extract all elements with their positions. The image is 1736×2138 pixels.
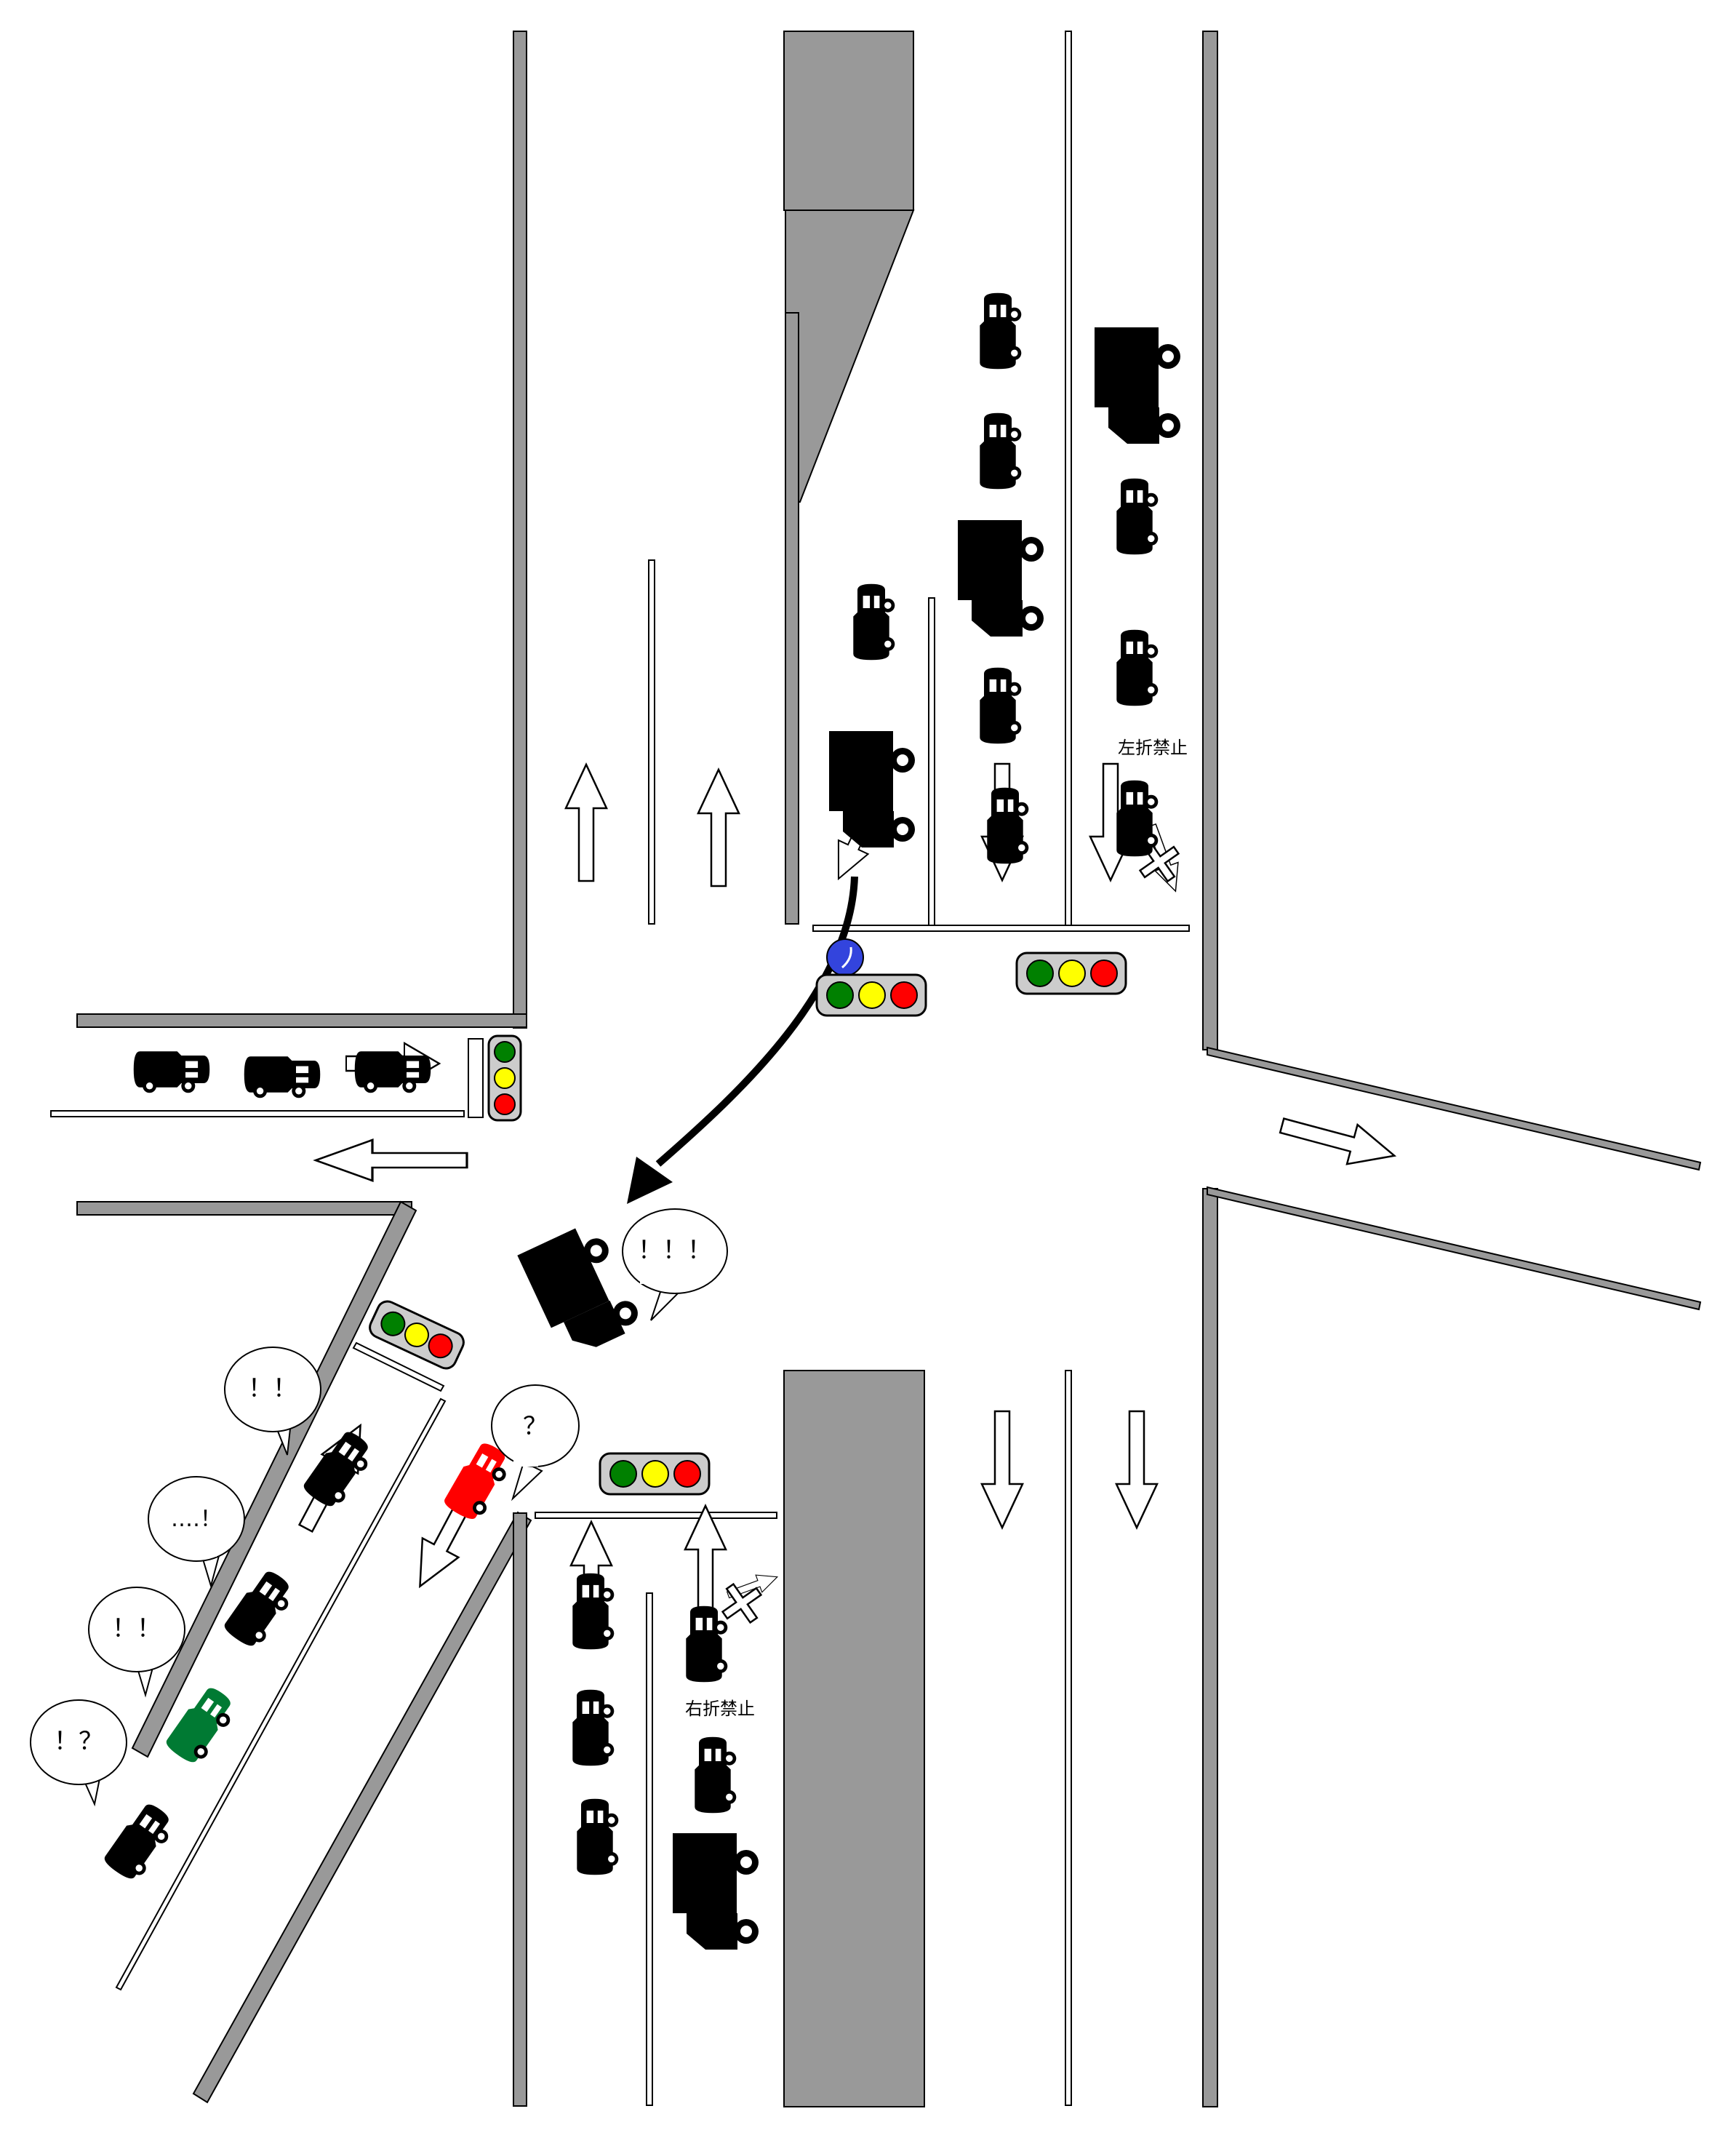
car-icon xyxy=(980,412,1022,490)
car-icon xyxy=(1116,629,1159,706)
speech-bubble-red-car: ？ xyxy=(491,1384,580,1501)
car-icon xyxy=(1116,780,1159,857)
speech-text: ？ xyxy=(523,1412,548,1441)
truck-icon xyxy=(1095,327,1180,444)
traffic-signal-southwest xyxy=(369,1300,465,1370)
lane-arrow-icon xyxy=(697,768,740,887)
car-icon xyxy=(1116,478,1159,555)
car-icon xyxy=(354,1051,431,1093)
car-icon xyxy=(101,1799,180,1886)
speech-text: ！！！ xyxy=(638,1236,712,1265)
lane-arrow-icon xyxy=(1276,1104,1401,1177)
vehicles-south xyxy=(572,1573,759,1950)
car-icon xyxy=(980,292,1022,370)
lane-arrow-icon xyxy=(314,1138,468,1182)
speech-text: ‥‥！ xyxy=(171,1507,222,1532)
traffic-signal-south xyxy=(599,1452,711,1496)
car-icon xyxy=(987,787,1029,864)
lane-arrow-icon xyxy=(1115,1410,1159,1529)
truck-icon xyxy=(958,520,1044,637)
lane-arrow-icon xyxy=(684,1504,727,1624)
speech-bubble-truck: ！！！ xyxy=(622,1208,728,1321)
car-icon xyxy=(980,667,1022,744)
car-icon xyxy=(695,1736,737,1814)
traffic-signal-north-left xyxy=(815,973,927,1017)
car-icon xyxy=(572,1573,615,1650)
speech-bubble-queue-1: ！！ xyxy=(224,1347,321,1456)
lane-lines xyxy=(50,31,1190,2106)
blue-round-sign-icon xyxy=(826,938,864,976)
medians xyxy=(783,31,925,2107)
speech-bubble-queue-2: ‥‥！ xyxy=(148,1476,245,1589)
truck-icon xyxy=(829,731,915,847)
car-icon xyxy=(577,1798,619,1875)
speech-text: ！！ xyxy=(112,1614,161,1643)
car-icon xyxy=(686,1606,728,1683)
curved-arrow-icon xyxy=(627,876,858,1204)
car-icon xyxy=(244,1056,321,1098)
no-left-turn-label: 左折禁止 xyxy=(1118,738,1188,758)
truck-icon xyxy=(673,1833,759,1950)
road-curbs xyxy=(76,31,1702,2107)
traffic-signal-west xyxy=(468,1034,522,1122)
car-icon xyxy=(572,1689,615,1766)
car-icon xyxy=(853,583,895,661)
traffic-signal-north-right xyxy=(1015,952,1127,995)
speech-bubble-queue-3: ！！ xyxy=(88,1587,185,1698)
speech-text: ！！ xyxy=(248,1374,297,1403)
lane-arrow-icon xyxy=(564,763,608,882)
vehicles-west xyxy=(133,1051,431,1098)
speech-bubble-queue-4: ！？ xyxy=(30,1699,127,1807)
car-icon xyxy=(133,1051,210,1093)
no-right-turn-label: 右折禁止 xyxy=(685,1699,755,1719)
lane-arrow-icon xyxy=(980,1410,1024,1529)
speech-text: ！？ xyxy=(54,1727,103,1756)
